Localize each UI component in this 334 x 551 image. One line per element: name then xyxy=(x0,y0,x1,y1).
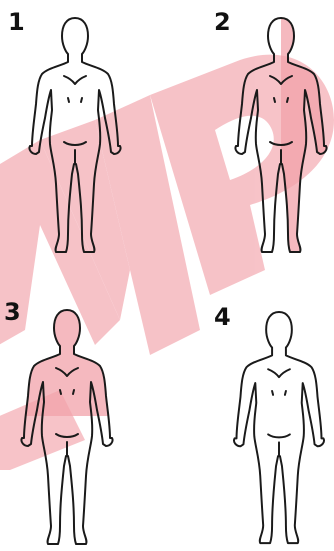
human-figure-3 xyxy=(14,306,120,551)
human-figure-2 xyxy=(228,14,334,259)
human-figure-4 xyxy=(226,308,332,550)
human-figure-1 xyxy=(22,14,128,259)
